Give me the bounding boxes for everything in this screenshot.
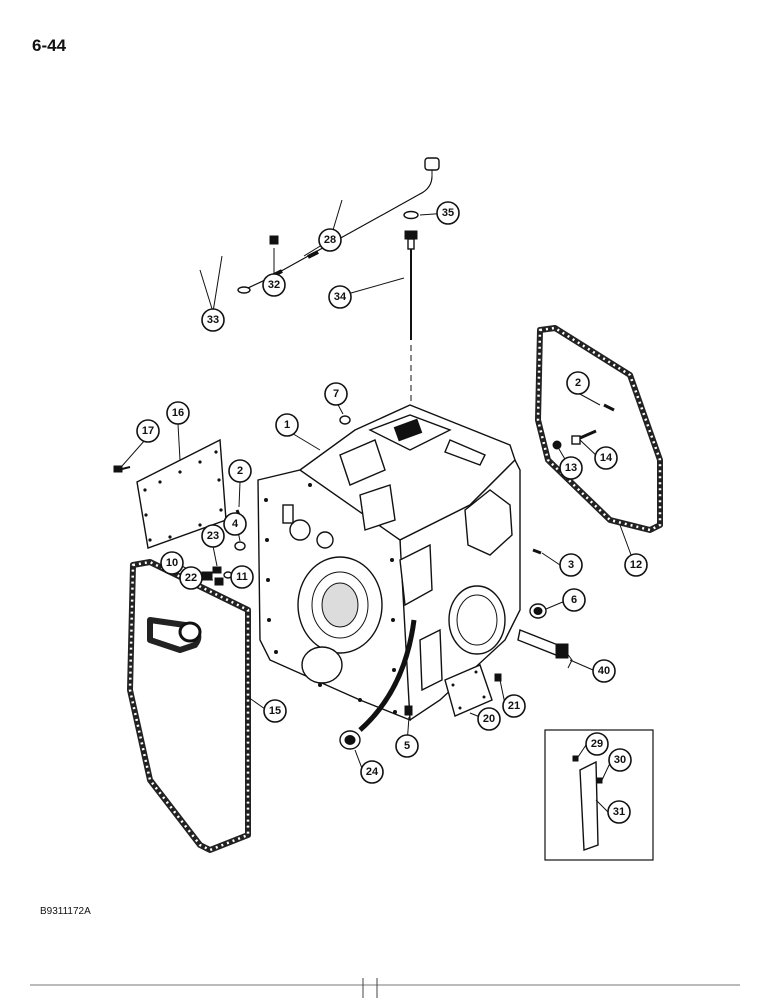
svg-text:22: 22 — [185, 572, 197, 584]
callout-29: 29 — [585, 732, 609, 756]
washer — [234, 541, 246, 551]
svg-text:5: 5 — [404, 740, 410, 752]
svg-text:31: 31 — [613, 806, 625, 818]
cover-screw — [494, 673, 502, 682]
svg-text:4: 4 — [232, 518, 239, 530]
svg-text:2: 2 — [237, 465, 243, 477]
callout-2-left: 2 — [228, 459, 252, 483]
callout-4: 4 — [223, 512, 247, 536]
svg-text:15: 15 — [269, 705, 281, 717]
cover-bolt — [113, 465, 131, 473]
svg-text:35: 35 — [442, 207, 454, 219]
drain-plug — [404, 705, 413, 716]
transmission-housing — [257, 404, 521, 732]
svg-text:7: 7 — [333, 388, 339, 400]
figure-code: B9311172A — [40, 906, 91, 917]
callout-7: 7 — [324, 382, 348, 406]
callout-11: 11 — [230, 565, 254, 589]
svg-text:16: 16 — [172, 407, 184, 419]
svg-text:2: 2 — [575, 377, 581, 389]
svg-text:29: 29 — [591, 738, 603, 750]
callout-28: 28 — [318, 228, 342, 252]
cap-screw — [571, 429, 597, 445]
svg-text:34: 34 — [334, 291, 347, 303]
callout-30: 30 — [608, 748, 632, 772]
svg-text:13: 13 — [565, 462, 577, 474]
grommet — [339, 730, 361, 750]
sealing-washer — [552, 440, 562, 450]
callout-6: 6 — [562, 588, 586, 612]
svg-text:11: 11 — [236, 571, 248, 583]
svg-text:20: 20 — [483, 713, 495, 725]
callout-14: 14 — [594, 446, 618, 470]
svg-text:24: 24 — [366, 766, 379, 778]
callout-10: 10 — [160, 551, 184, 575]
callout-1: 1 — [275, 413, 299, 437]
callout-5: 5 — [395, 734, 419, 758]
svg-text:40: 40 — [598, 665, 610, 677]
callout-2-right: 2 — [566, 371, 590, 395]
callout-40: 40 — [592, 659, 616, 683]
callout-12: 12 — [624, 553, 648, 577]
callout-31: 31 — [607, 800, 631, 824]
callout-20: 20 — [477, 707, 501, 731]
callout-21: 21 — [502, 694, 526, 718]
dipstick-tube — [237, 157, 440, 294]
callout-34: 34 — [328, 285, 352, 309]
dowel-pin-side — [532, 548, 542, 555]
callout-17: 17 — [136, 419, 160, 443]
svg-text:23: 23 — [207, 530, 219, 542]
nut — [339, 415, 351, 425]
svg-text:30: 30 — [614, 754, 626, 766]
svg-text:6: 6 — [571, 594, 577, 606]
svg-text:28: 28 — [324, 234, 336, 246]
svg-text:14: 14 — [600, 452, 613, 464]
footer-rule — [30, 978, 740, 998]
callout-24: 24 — [360, 760, 384, 784]
callout-3: 3 — [559, 553, 583, 577]
sensor-shaft — [517, 629, 573, 669]
dowel-pin-right — [603, 403, 615, 412]
page-number: 6-44 — [32, 36, 67, 55]
callout-15: 15 — [263, 699, 287, 723]
right-gasket — [535, 325, 663, 533]
svg-text:10: 10 — [166, 557, 178, 569]
svg-text:33: 33 — [207, 314, 219, 326]
callout-22: 22 — [179, 566, 203, 590]
callout-35: 35 — [436, 201, 460, 225]
callout-16: 16 — [166, 401, 190, 425]
svg-text:32: 32 — [268, 279, 280, 291]
svg-text:3: 3 — [568, 559, 574, 571]
side-cover — [444, 664, 493, 717]
callout-13: 13 — [559, 456, 583, 480]
svg-text:12: 12 — [630, 559, 642, 571]
callout-33: 33 — [201, 308, 225, 332]
svg-text:1: 1 — [284, 419, 290, 431]
svg-text:21: 21 — [508, 700, 520, 712]
fitting-set — [201, 566, 233, 586]
left-gasket — [127, 559, 251, 853]
svg-text:17: 17 — [142, 425, 154, 437]
tube-clip — [269, 235, 279, 245]
callout-32: 32 — [262, 273, 286, 297]
callout-23: 23 — [201, 524, 225, 548]
o-ring — [403, 210, 419, 220]
callouts: 35 28 32 34 33 7 1 16 17 2 4 23 10 22 11… — [136, 201, 648, 824]
